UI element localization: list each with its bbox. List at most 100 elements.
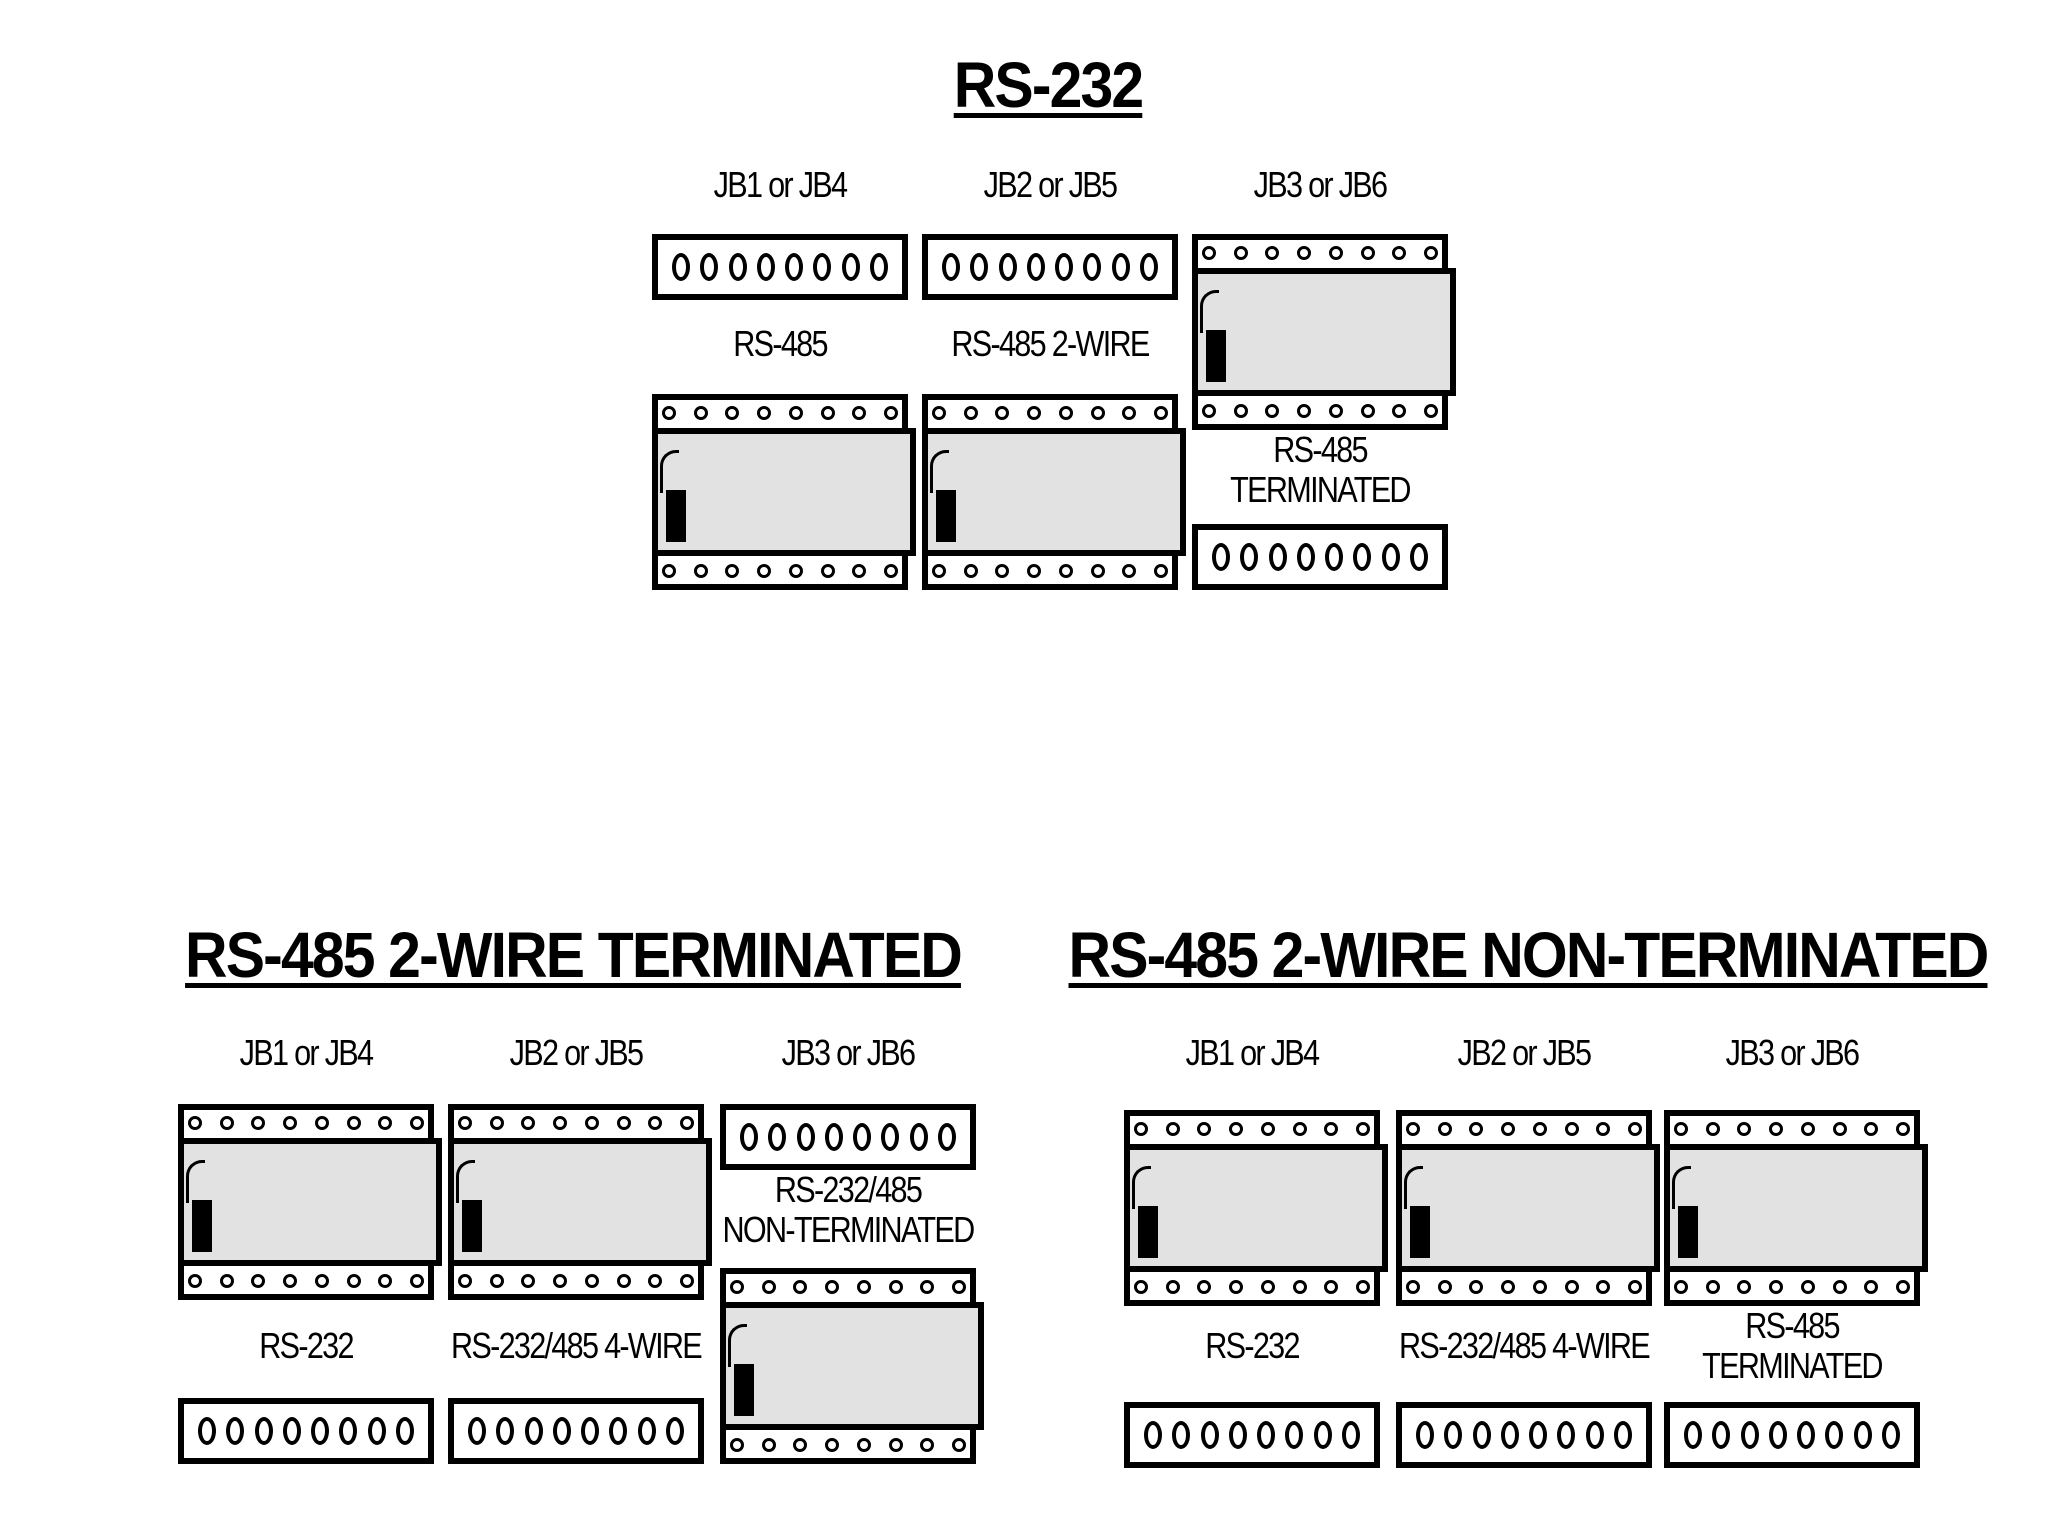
header-pin [813, 253, 832, 281]
header-pin [1328, 246, 1343, 260]
mode-label: RS-485 TERMINATED [1230, 429, 1411, 510]
mode-label: RS-232/485 NON-TERMINATED [722, 1169, 975, 1250]
header-pin [1324, 1122, 1339, 1136]
header-pin [665, 1417, 684, 1445]
jumper-header-name: JB2 or JB5 [983, 164, 1118, 205]
header-pin [1212, 543, 1231, 571]
header-pins-bottom [1406, 1280, 1642, 1294]
header-pin [1229, 1280, 1244, 1294]
header-pin [679, 1116, 694, 1130]
header-pin [1444, 1421, 1463, 1449]
header-pin [521, 1274, 536, 1288]
header-pin [314, 1116, 329, 1130]
jumper-header-name: JB3 or JB6 [781, 1032, 916, 1073]
header-pin [820, 564, 835, 578]
header-pin [1705, 1280, 1720, 1294]
header-pin [951, 1280, 966, 1294]
header-pin [251, 1116, 266, 1130]
header-pin [796, 1123, 815, 1151]
header-pin [852, 406, 867, 420]
header-pin [700, 253, 719, 281]
jumper-header-name: JB3 or JB6 [1253, 164, 1388, 205]
header-pin [883, 406, 898, 420]
header-pin [888, 1438, 903, 1452]
header-pin [1341, 1421, 1360, 1449]
jumper-header-with-shunt [652, 394, 916, 590]
header-pin [1529, 1421, 1548, 1449]
section-title: RS-232 [953, 49, 1144, 121]
shunt-pull-tab [666, 490, 686, 542]
header-pin [1825, 1421, 1844, 1449]
header-pin [1557, 1421, 1576, 1449]
header-pin [409, 1116, 424, 1130]
header-pin [1768, 1421, 1787, 1449]
header-pin [1501, 1280, 1516, 1294]
header-pin [458, 1116, 472, 1130]
header-pin [584, 1116, 599, 1130]
header-pin [679, 1274, 694, 1288]
shunt-hook [1404, 1166, 1423, 1209]
header-pin [1613, 1421, 1632, 1449]
header-pin [942, 253, 961, 281]
header-pin [524, 1417, 543, 1445]
jumper-header-open [720, 1104, 976, 1170]
header-pins-bottom [730, 1438, 966, 1452]
header-pin [1596, 1122, 1611, 1136]
jumper-header-with-shunt [1664, 1110, 1928, 1306]
header-pin [756, 253, 775, 281]
header-pin [1423, 404, 1438, 418]
header-pin [730, 1280, 744, 1294]
header-pin [1026, 253, 1045, 281]
header-pin [824, 1123, 843, 1151]
header-pin [346, 1116, 361, 1130]
jumper-header-with-shunt [1396, 1110, 1660, 1306]
header-pin [346, 1274, 361, 1288]
jumper-shunt [1124, 1144, 1388, 1272]
header-pin [609, 1417, 628, 1445]
header-pin [198, 1417, 217, 1445]
header-pin [1027, 406, 1042, 420]
jumper-header-open [1192, 524, 1448, 590]
shunt-pull-tab [1678, 1206, 1698, 1258]
header-pin [496, 1417, 515, 1445]
header-pin [693, 564, 708, 578]
header-pin [616, 1274, 631, 1288]
shunt-hook [728, 1324, 747, 1367]
header-pin [1472, 1421, 1491, 1449]
header-pin [1197, 1280, 1212, 1294]
header-pin [188, 1116, 202, 1130]
header-pin [489, 1116, 504, 1130]
header-pin [1083, 253, 1102, 281]
header-pin [932, 564, 946, 578]
header-pin [1292, 1122, 1307, 1136]
header-pin [1416, 1421, 1435, 1449]
header-pin [998, 253, 1017, 281]
header-pin [785, 253, 804, 281]
header-pin [1500, 1421, 1519, 1449]
header-pin [1265, 246, 1280, 260]
header-pin [219, 1274, 234, 1288]
header-pin [1153, 406, 1168, 420]
header-pin [1627, 1122, 1642, 1136]
header-pin [970, 253, 989, 281]
header-pin [1058, 406, 1073, 420]
header-pin [581, 1417, 600, 1445]
header-pin [825, 1438, 840, 1452]
header-pins-bottom [458, 1274, 694, 1288]
header-pin [793, 1438, 808, 1452]
header-pin [188, 1274, 202, 1288]
mode-label: RS-485 TERMINATED [1702, 1305, 1883, 1386]
header-pin [553, 1274, 568, 1288]
jumper-header-name: JB1 or JB4 [713, 164, 848, 205]
header-pins-top [1202, 246, 1438, 260]
header-pin [489, 1274, 504, 1288]
header-pin [254, 1417, 273, 1445]
jumper-header-name: JB3 or JB6 [1725, 1032, 1860, 1073]
shunt-hook [930, 450, 949, 493]
header-pin [219, 1116, 234, 1130]
header-pin [856, 1438, 871, 1452]
jumper-header-with-shunt [922, 394, 1186, 590]
header-pin [757, 406, 772, 420]
header-pin [883, 564, 898, 578]
header-pin [648, 1116, 663, 1130]
